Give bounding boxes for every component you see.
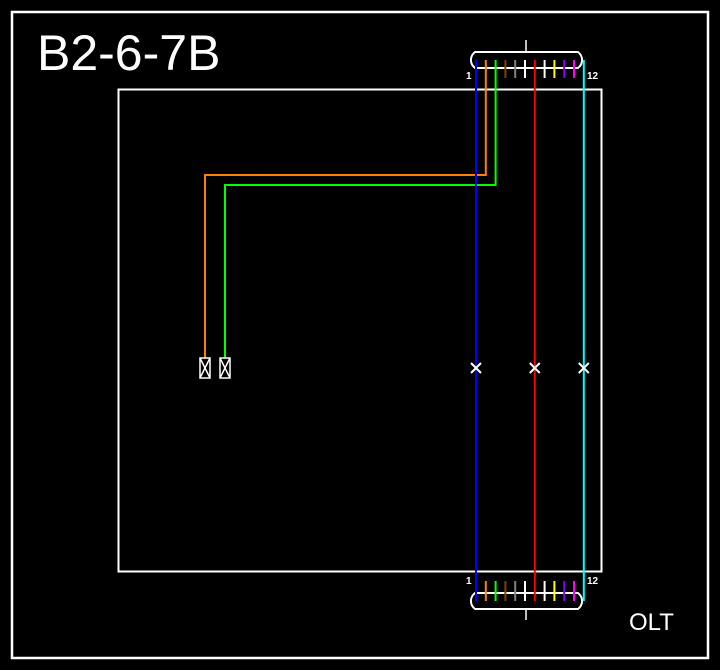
- fiber-end-label-bottom: 12: [587, 576, 599, 587]
- through-fibers: [470, 78, 590, 581]
- fiber-start-label-top: 1: [466, 71, 472, 82]
- cut-mark-stroke: [578, 362, 590, 374]
- cable-connector-bottom: 1 12: [466, 576, 599, 620]
- splitter-port: [219, 357, 231, 379]
- cut-mark-stroke: [470, 362, 482, 374]
- diagram-title: B2-6-7B: [37, 25, 220, 81]
- splitter-port: [199, 357, 211, 379]
- cut-mark-icon: [578, 362, 590, 374]
- port-box: [199, 357, 211, 379]
- fiber-stubs-top: [475, 60, 585, 78]
- routed-fiber: [224, 78, 497, 358]
- connector-top-body: [469, 51, 584, 69]
- olt-label: OLT: [629, 609, 674, 636]
- routed-fiber: [204, 78, 487, 358]
- port-box: [219, 357, 231, 379]
- cut-mark-icon: [529, 362, 541, 374]
- outer-frame: [10, 10, 710, 660]
- routed-fibers: [204, 78, 497, 358]
- fiber-stubs-bottom: [475, 581, 585, 601]
- cut-mark-icon: [470, 362, 482, 374]
- fiber-start-label-bottom: 1: [466, 576, 472, 587]
- connector-bottom-body: [469, 592, 584, 610]
- port-cross: [219, 357, 231, 379]
- cable-connector-top: 1 12: [466, 40, 599, 82]
- port-cross: [199, 357, 211, 379]
- cut-mark-stroke: [529, 362, 541, 374]
- splice-enclosure: [117, 88, 603, 573]
- splitter-ports: [199, 357, 231, 379]
- fiber-end-label-top: 12: [587, 71, 599, 82]
